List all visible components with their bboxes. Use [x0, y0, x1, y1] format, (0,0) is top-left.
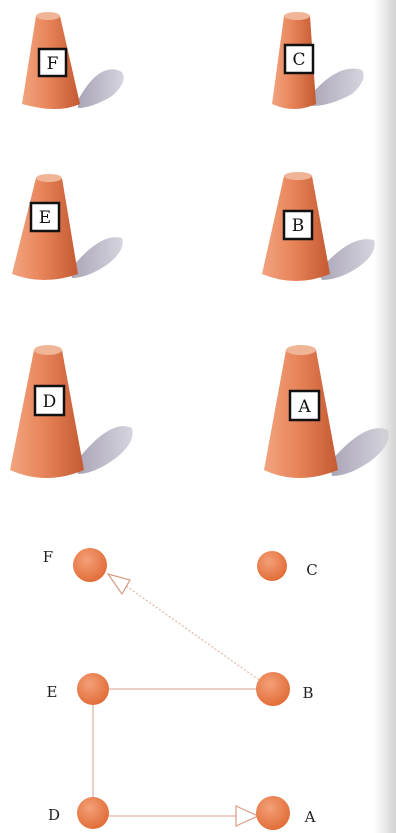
- node-A: A: [256, 796, 316, 830]
- node-label: D: [48, 806, 60, 824]
- cone-top: [36, 174, 62, 182]
- cone-label: A: [297, 397, 311, 417]
- page-edge-shading: [374, 0, 396, 833]
- edge-B-F: [112, 576, 262, 682]
- node-label: F: [43, 548, 53, 566]
- node-circle: [256, 796, 290, 830]
- cone-F: F: [22, 12, 124, 109]
- cone-top: [36, 12, 60, 20]
- node-label: E: [47, 683, 58, 701]
- node-C: C: [257, 551, 318, 581]
- node-circle: [256, 672, 290, 706]
- cone-D: D: [10, 345, 133, 478]
- arrowhead-D-A: [236, 806, 258, 826]
- cone-label: E: [39, 208, 51, 228]
- cone-label: B: [292, 216, 305, 236]
- cone-shadow: [76, 426, 133, 474]
- cone-A: A: [264, 345, 389, 478]
- cone-top: [284, 172, 312, 180]
- node-circle: [77, 673, 109, 705]
- cone-label: F: [47, 54, 59, 74]
- node-B: B: [256, 672, 314, 706]
- cone-label: D: [43, 392, 57, 412]
- cone-top: [34, 345, 62, 355]
- graph-edges: [93, 574, 262, 826]
- cone-top: [284, 12, 310, 20]
- node-circle: [257, 551, 287, 581]
- arrowhead-B-F: [108, 574, 130, 594]
- node-F: F: [43, 548, 107, 582]
- node-E: E: [47, 673, 109, 705]
- cone-B: B: [262, 172, 375, 281]
- cone-shadow: [78, 69, 124, 108]
- node-label: C: [306, 561, 317, 579]
- node-label: A: [304, 808, 316, 826]
- node-label: B: [302, 684, 313, 702]
- node-D: D: [48, 797, 109, 829]
- cone-E: E: [12, 174, 123, 280]
- cone-shadow: [308, 69, 364, 106]
- cone-C: C: [272, 12, 364, 109]
- cone-shadow: [70, 237, 123, 278]
- cone-top: [286, 345, 316, 355]
- cone-label: C: [292, 50, 305, 70]
- node-circle: [73, 548, 107, 582]
- node-circle: [77, 797, 109, 829]
